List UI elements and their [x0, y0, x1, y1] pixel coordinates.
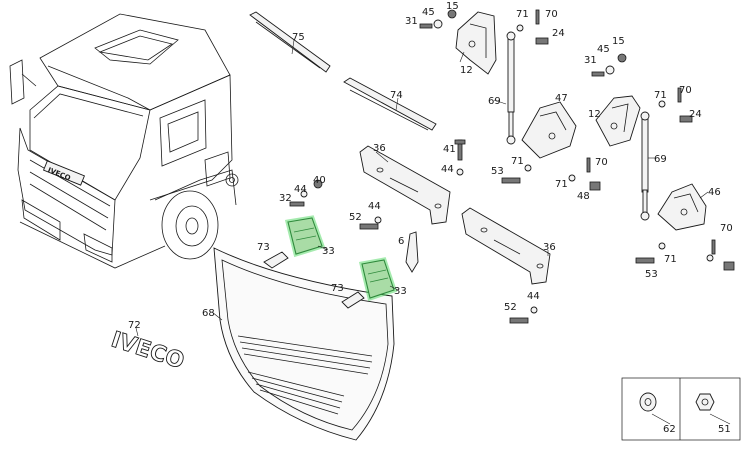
- callout: 44: [441, 164, 454, 175]
- fasteners: [289, 9, 735, 324]
- callout: 15: [446, 1, 459, 12]
- iveco-logo-72: IVECO: [108, 327, 188, 375]
- callout: 71: [516, 9, 529, 20]
- hinge-12-lower[interactable]: [595, 95, 641, 147]
- nut-icon: [695, 393, 715, 411]
- trim-strip-75[interactable]: [249, 11, 331, 73]
- callout: 12: [588, 109, 601, 120]
- truck-cab: IVECO: [9, 13, 239, 269]
- callout: 45: [597, 44, 610, 55]
- svg-text:IVECO: IVECO: [108, 327, 187, 374]
- callout: 24: [552, 28, 565, 39]
- callout: 69: [488, 96, 501, 107]
- callout: 36: [373, 143, 386, 154]
- callout: 71: [654, 90, 667, 101]
- callout: 71: [511, 156, 524, 167]
- callout: 70: [545, 9, 558, 20]
- trim-strip-74[interactable]: [343, 77, 437, 131]
- leader-lines: [135, 39, 731, 425]
- callout: 51: [718, 424, 731, 435]
- callout: 32: [279, 193, 292, 204]
- hinge-12-upper[interactable]: [455, 11, 497, 75]
- handle-6[interactable]: [405, 231, 419, 273]
- callout: 71: [555, 179, 568, 190]
- callout: 31: [405, 16, 418, 27]
- gas-strut-69-right[interactable]: [640, 111, 650, 221]
- callout: 73: [257, 242, 270, 253]
- callout-labels: 75 74 31 45 15 12 71 70 24 69 47 36 41 4…: [128, 1, 733, 435]
- callout: 33: [322, 246, 335, 257]
- callout: 24: [689, 109, 702, 120]
- callout: 74: [390, 90, 403, 101]
- callout: 31: [584, 55, 597, 66]
- callout: 44: [368, 201, 381, 212]
- gas-strut-69-left[interactable]: [506, 31, 516, 145]
- pad-73-upper[interactable]: [263, 251, 289, 269]
- callout: 75: [292, 32, 305, 43]
- callout: 6: [398, 236, 404, 247]
- callout: 62: [663, 424, 676, 435]
- callout: 45: [422, 7, 435, 18]
- callout: 53: [645, 269, 658, 280]
- callout: 40: [313, 175, 326, 186]
- callout: 70: [595, 157, 608, 168]
- washer-icon: [639, 392, 657, 412]
- latch-33-upper-highlight[interactable]: [284, 215, 326, 258]
- bracket-36-upper[interactable]: [359, 145, 451, 225]
- callout: 41: [443, 144, 456, 155]
- callout: 71: [664, 254, 677, 265]
- pad-73-lower[interactable]: [341, 291, 365, 309]
- latch-33-lower-highlight[interactable]: [358, 257, 398, 302]
- callout: 48: [577, 191, 590, 202]
- callout: 33: [394, 286, 407, 297]
- callout: 52: [504, 302, 517, 313]
- callout: 46: [708, 187, 721, 198]
- callout: 73: [331, 283, 344, 294]
- callout: 44: [294, 184, 307, 195]
- callout: 15: [612, 36, 625, 47]
- callout: 70: [679, 85, 692, 96]
- callout: 12: [460, 65, 473, 76]
- callout: 72: [128, 320, 141, 331]
- callout: 68: [202, 308, 215, 319]
- callout: 47: [555, 93, 568, 104]
- callout: 36: [543, 242, 556, 253]
- grille-vent: [237, 335, 373, 415]
- legend-box: [621, 377, 741, 441]
- grille-panel-68[interactable]: [213, 247, 395, 441]
- callout: 44: [527, 291, 540, 302]
- callout: 53: [491, 166, 504, 177]
- bracket-36-lower[interactable]: [461, 207, 551, 285]
- hinge-46[interactable]: [657, 183, 707, 231]
- callout: 69: [654, 154, 667, 165]
- callout: 52: [349, 212, 362, 223]
- hinge-47[interactable]: [521, 101, 577, 159]
- callout: 70: [720, 223, 733, 234]
